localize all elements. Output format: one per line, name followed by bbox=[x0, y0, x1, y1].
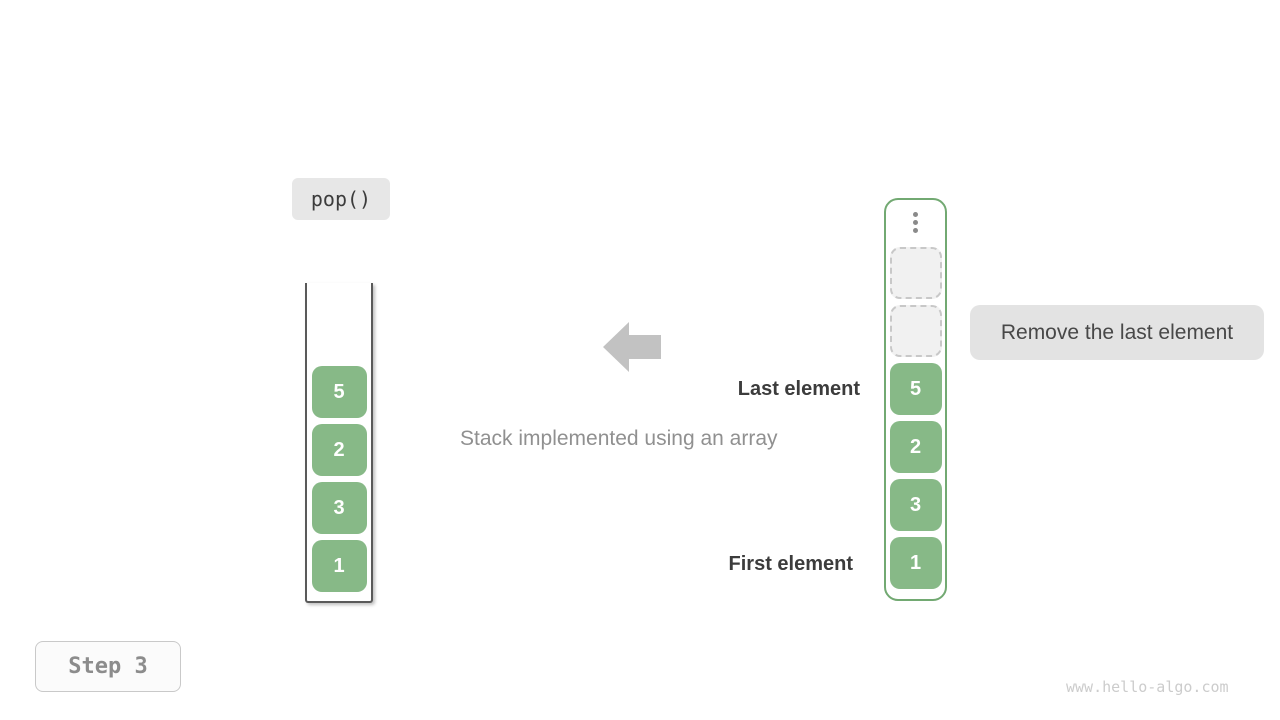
stack-cell: 3 bbox=[889, 479, 942, 531]
last-element-label: Last element bbox=[737, 378, 860, 400]
step-badge: Step 3 bbox=[35, 641, 181, 692]
stack-cell: 1 bbox=[311, 540, 367, 592]
stack-cell: 1 bbox=[889, 537, 942, 589]
first-element-label: First element bbox=[728, 553, 853, 575]
stack-container: 5 2 3 1 bbox=[305, 283, 373, 603]
ellipsis-icon bbox=[913, 212, 918, 233]
empty-slot bbox=[889, 305, 942, 357]
pop-operation-badge: pop() bbox=[292, 178, 390, 220]
stack-cell: 2 bbox=[889, 421, 942, 473]
stack-cell: 2 bbox=[311, 424, 367, 476]
stack-cell: 5 bbox=[889, 363, 942, 415]
stack-cell: 5 bbox=[311, 366, 367, 418]
empty-slot bbox=[889, 247, 942, 299]
caption-text: Stack implemented using an array bbox=[460, 427, 778, 450]
watermark: www.hello-algo.com bbox=[1066, 678, 1229, 696]
stack-cell: 3 bbox=[311, 482, 367, 534]
left-arrow-icon bbox=[603, 322, 661, 372]
remove-tooltip: Remove the last element bbox=[970, 305, 1264, 360]
array-container: 5 2 3 1 bbox=[884, 198, 947, 601]
